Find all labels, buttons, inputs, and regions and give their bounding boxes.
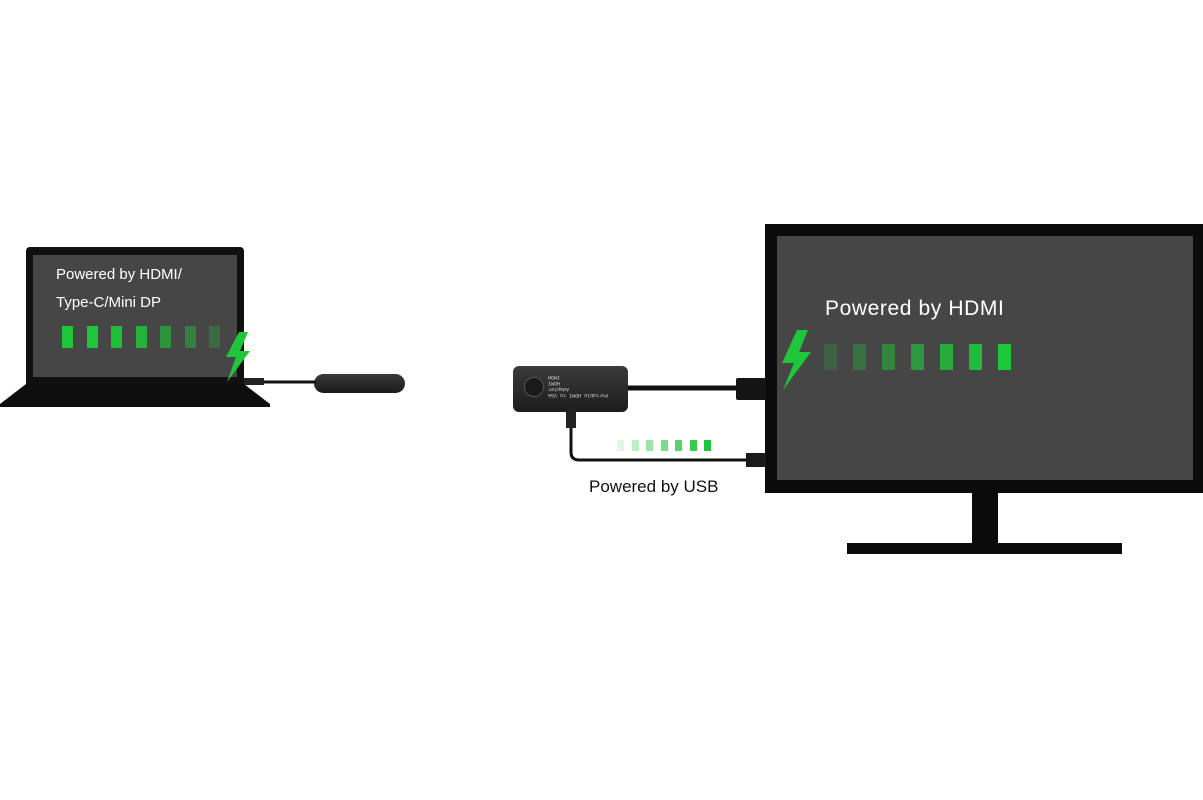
laptop-base <box>0 384 270 407</box>
level-bar <box>62 326 73 348</box>
level-bar <box>824 344 837 370</box>
level-bar <box>209 326 220 348</box>
level-bar <box>111 326 122 348</box>
level-bar <box>998 344 1011 370</box>
level-bar <box>853 344 866 370</box>
laptop-power-label: Powered by HDMI/ Type-C/Mini DP <box>56 261 236 317</box>
level-bar <box>911 344 924 370</box>
level-bar <box>135 326 147 348</box>
level-bar <box>617 440 624 451</box>
level-bar <box>689 440 697 451</box>
cable-usb <box>569 428 748 462</box>
level-bar <box>160 326 171 348</box>
converter-button <box>524 377 544 397</box>
level-bar <box>660 440 668 451</box>
lightning-bolt-icon <box>782 330 811 390</box>
laptop-plug <box>244 378 264 385</box>
level-bar <box>675 440 682 451</box>
lightning-bolt-icon <box>226 332 250 382</box>
level-bar <box>184 326 196 348</box>
usb-plug-monitor <box>746 453 766 467</box>
level-bar <box>940 344 953 370</box>
level-bar <box>86 326 98 348</box>
level-bar <box>882 344 895 370</box>
level-bar <box>969 344 982 370</box>
level-bar <box>631 440 639 451</box>
level-bar <box>704 440 711 451</box>
monitor-screen <box>777 236 1193 480</box>
level-bar <box>646 440 653 451</box>
monitor-power-label: Powered by HDMI <box>825 297 1005 320</box>
hdmi-plug <box>736 378 766 400</box>
laptop-label-line1: Powered by HDMI/ <box>56 266 182 283</box>
laptop-screen <box>33 255 237 377</box>
usb-plug-box <box>566 410 576 428</box>
laptop-label-line2: Type-C/Mini DP <box>56 294 162 311</box>
dongle-adapter <box>314 374 405 393</box>
usb-power-label: Powered by USB <box>589 477 719 496</box>
monitor-stand-base <box>847 543 1122 554</box>
monitor-stand-neck <box>972 493 998 545</box>
